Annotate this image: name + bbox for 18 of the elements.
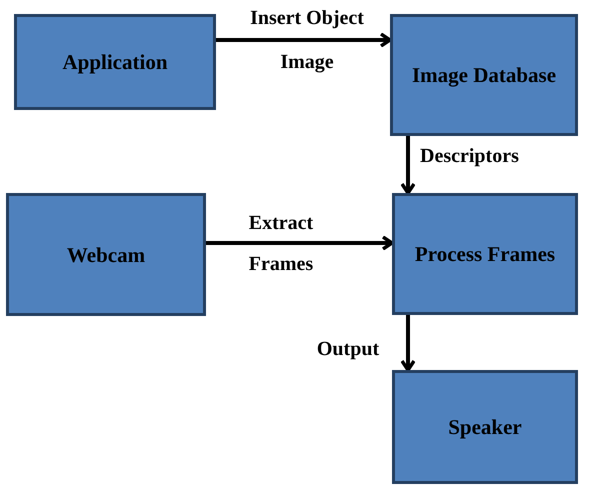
process-box (14, 14, 216, 110)
process-box (6, 193, 206, 316)
box-label: Webcam (66, 242, 146, 268)
edge-label: Extract Frames (248, 211, 314, 277)
box-label: Application (62, 49, 168, 76)
box-label: Process Frames (414, 241, 556, 268)
arrow (400, 315, 416, 372)
box-label: Image Database (412, 62, 556, 89)
process-box (390, 14, 578, 136)
process-box (392, 370, 578, 484)
edge-label: Output (316, 337, 380, 362)
edge-label: Descriptors (420, 144, 520, 169)
box-label: Speaker (448, 414, 522, 441)
arrow (400, 136, 416, 195)
edge-label: Insert Object Image (249, 6, 365, 75)
arrow (206, 235, 394, 251)
arrow (216, 32, 392, 48)
process-box (392, 193, 578, 315)
